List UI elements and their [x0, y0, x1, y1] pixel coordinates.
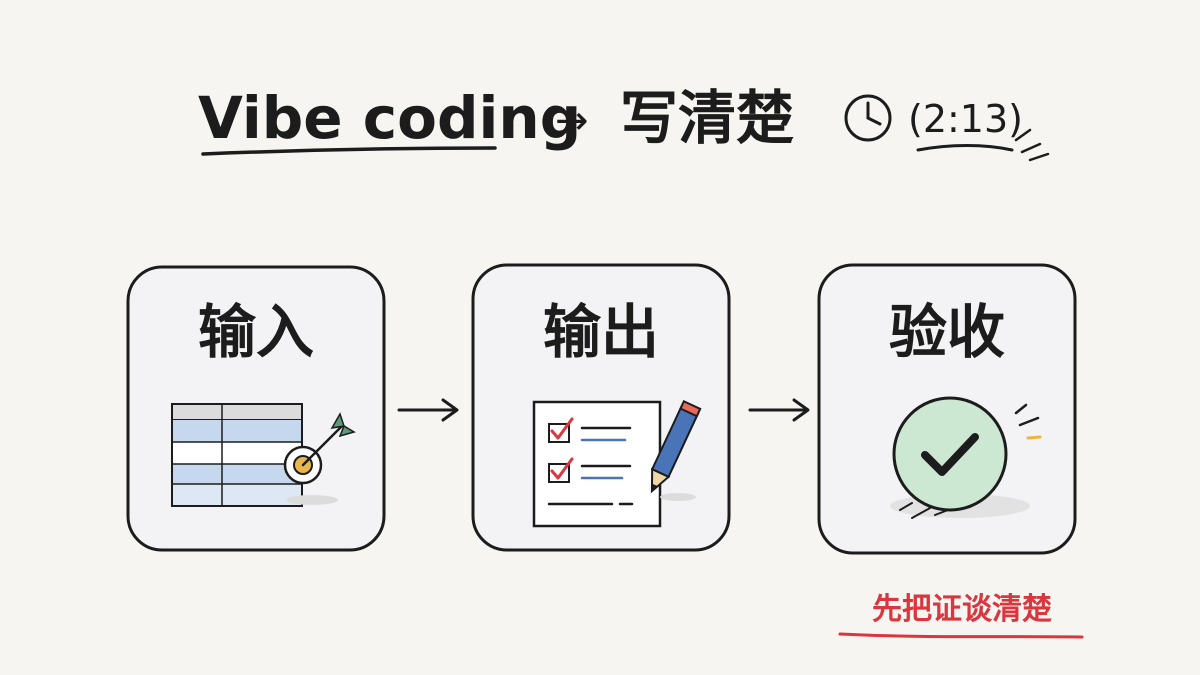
note-underline: [838, 632, 1084, 639]
title-vibe-coding: Vibe coding: [198, 84, 581, 152]
title-underline: [201, 146, 497, 156]
checklist-pencil-icon: [532, 399, 702, 528]
clock-icon: [844, 94, 892, 142]
step-card-output: 输出: [471, 263, 731, 552]
check-circle-icon: [890, 396, 1042, 519]
step-label: 输出: [543, 298, 659, 366]
time-underline: [916, 144, 1014, 152]
title: Vibe coding → 写清楚 (2:13): [198, 84, 1050, 162]
arrow-right-icon: [397, 398, 459, 422]
step-label: 验收: [889, 298, 1005, 366]
arrow-right-icon: [748, 398, 810, 422]
title-cjk: 写清楚: [620, 84, 794, 152]
step-card-accept: 验收: [817, 263, 1077, 555]
step-label: 输入: [198, 298, 314, 366]
step-card-input: 输入: [126, 265, 386, 552]
note: 先把证谈清楚: [838, 592, 1084, 639]
title-arrow: →: [555, 98, 589, 144]
note-text: 先把证谈清楚: [872, 592, 1052, 627]
time-emphasis-marks: [1014, 128, 1050, 162]
title-time: (2:13): [908, 97, 1023, 141]
table-target-icon: [171, 403, 356, 507]
